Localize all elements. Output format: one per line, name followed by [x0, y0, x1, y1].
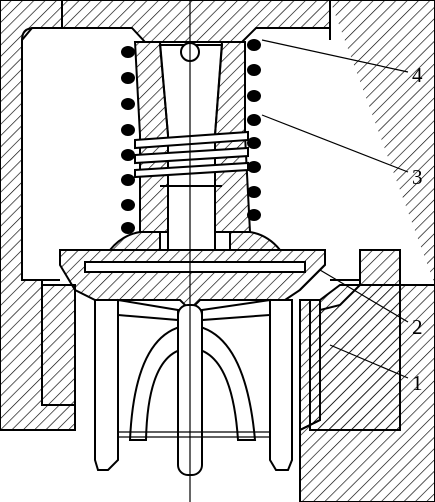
guide-center-dome: [128, 323, 257, 441]
guide-web-left: [117, 298, 179, 322]
callout-label-4: 4: [412, 63, 423, 87]
chamber-outline: [21, 27, 331, 281]
leader-line-3: [261, 114, 409, 173]
chamber-right-outline: [330, 250, 361, 281]
valve-stem-hatch-left: [133, 41, 169, 233]
valve-seat-right: [299, 299, 321, 432]
leader-line-1: [329, 344, 409, 379]
callout-label-1: 1: [412, 371, 423, 395]
leader-line-2: [319, 269, 409, 323]
guide-left-outer: [94, 299, 119, 471]
valve-seat-left: [41, 284, 76, 406]
retainer-plate: [84, 261, 306, 273]
right-casing-block: [309, 284, 401, 431]
spring-coil-band-1: [134, 130, 249, 150]
spring-coil-band-3: [134, 161, 249, 179]
guide-right-outer: [269, 299, 293, 471]
leader-line-4: [261, 39, 409, 73]
spring-coil-band-2: [134, 146, 249, 165]
callout-label-3: 3: [412, 165, 423, 189]
valve-stem: [158, 44, 224, 251]
guide-web-right: [201, 298, 271, 322]
upper-housing: [61, 0, 331, 43]
callout-label-2: 2: [412, 315, 423, 339]
spring-right-coils: [247, 39, 261, 221]
spring-left-coils: [121, 46, 135, 234]
